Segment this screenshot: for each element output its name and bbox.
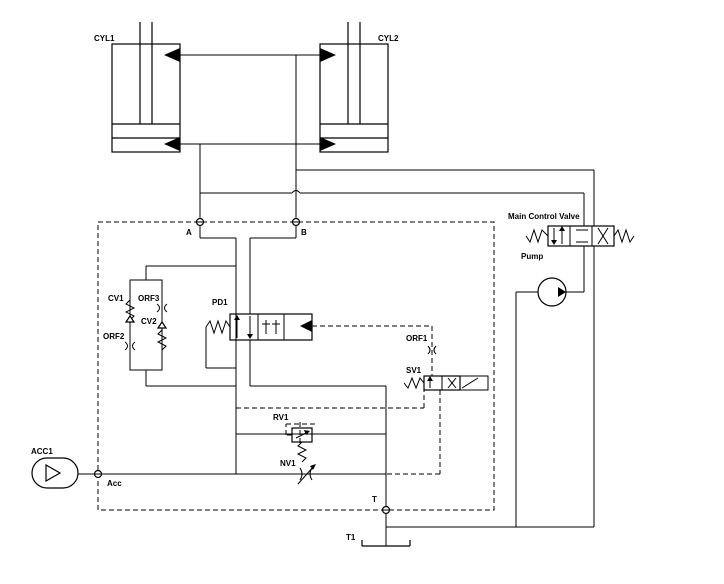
label-pd1: PD1	[212, 298, 228, 307]
port-t	[381, 505, 391, 515]
label-sv1: SV1	[406, 366, 422, 375]
label-nv1: NV1	[280, 459, 296, 468]
accumulator-acc1	[31, 457, 96, 489]
cylinder-cyl1	[111, 22, 181, 153]
label-port-b: B	[301, 228, 307, 237]
main-valve-lines	[200, 169, 595, 528]
port-b	[291, 217, 301, 227]
cylinder-cyl2	[319, 22, 389, 153]
label-main-control-valve: Main Control Valve	[508, 212, 580, 221]
pilot-lines	[236, 325, 441, 475]
tank-t1	[361, 540, 411, 547]
label-acc1: ACC1	[31, 447, 53, 456]
main-control-valve	[525, 225, 635, 247]
label-pump: Pump	[521, 252, 543, 261]
port-acc	[93, 469, 103, 479]
valve-pd1	[205, 313, 313, 369]
label-orf3: ORF3	[138, 294, 160, 303]
manifold-block	[97, 221, 495, 511]
label-acc: Acc	[107, 479, 122, 488]
label-t1: T1	[346, 533, 356, 542]
label-cyl2: CYL2	[378, 34, 399, 43]
label-cyl1: CYL1	[94, 34, 115, 43]
valve-nv1	[297, 464, 316, 485]
label-port-t: T	[372, 495, 377, 504]
label-orf1: ORF1	[406, 334, 428, 343]
label-rv1: RV1	[273, 413, 289, 422]
label-cv1: CV1	[108, 294, 124, 303]
label-port-a: A	[186, 228, 192, 237]
valve-rv1	[285, 423, 316, 463]
cylinder-cross-lines	[180, 54, 320, 220]
check-orifice-network	[124, 279, 168, 371]
orifice-orf1	[427, 345, 437, 355]
port-a	[195, 217, 205, 227]
internal-lines	[96, 226, 387, 540]
label-cv2: CV2	[141, 317, 157, 326]
valve-sv1	[403, 375, 489, 391]
pump	[537, 277, 567, 307]
label-orf2: ORF2	[103, 332, 125, 341]
